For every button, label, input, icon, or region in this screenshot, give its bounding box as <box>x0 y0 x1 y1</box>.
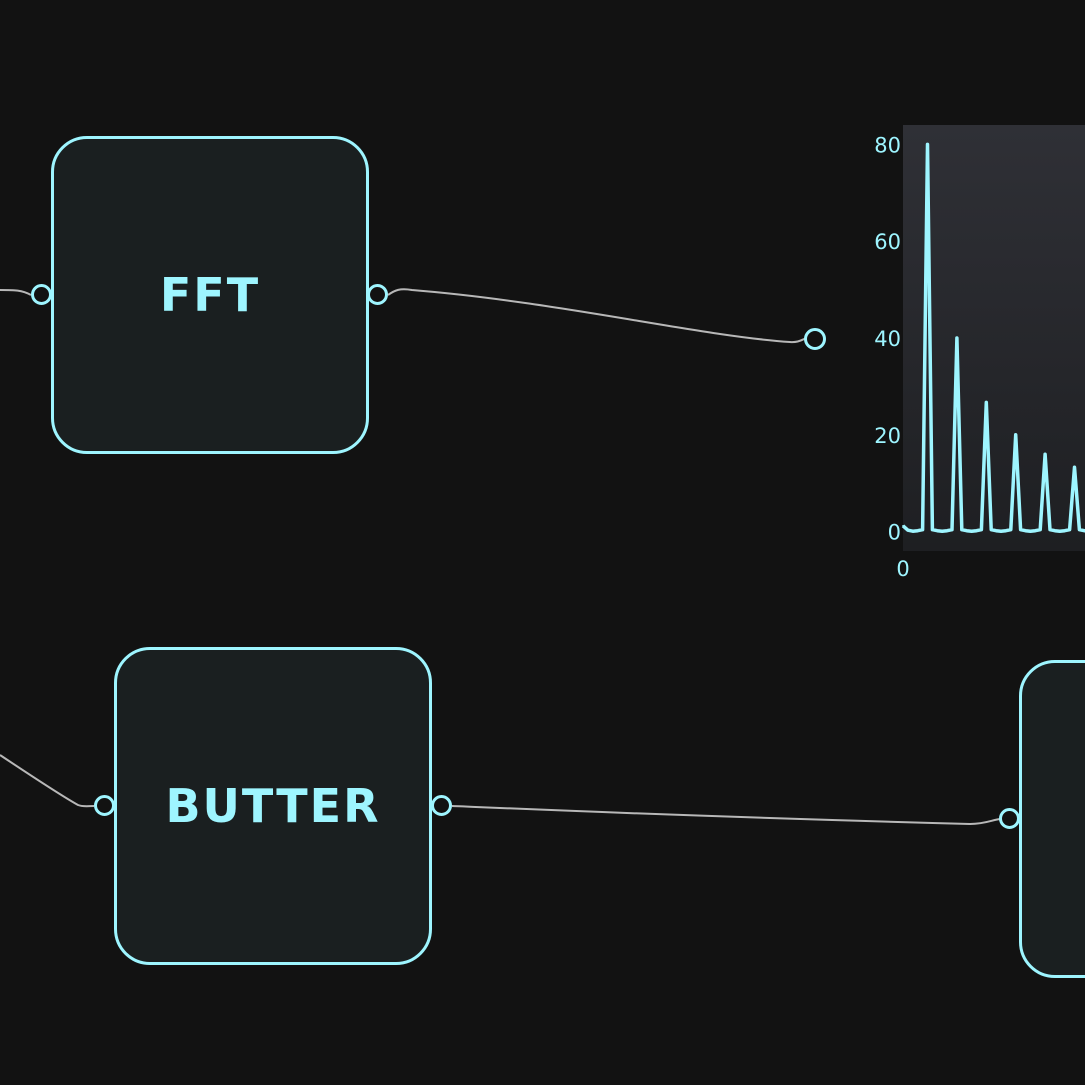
butter-node-label: BUTTER <box>165 779 381 833</box>
spectrum-point <box>1068 528 1071 531</box>
spectrum-point <box>975 529 978 532</box>
spectrum-point <box>1078 528 1081 531</box>
wire-butter-to-node <box>451 805 1001 826</box>
fft-node-label: FFT <box>159 268 261 322</box>
spectrum-point <box>985 401 988 404</box>
spectrum-point <box>941 530 943 532</box>
y-tick-label: 60 <box>874 230 901 254</box>
spectrum-point <box>916 529 919 532</box>
spectrum-point <box>965 529 968 532</box>
offscreen-node-input-port[interactable] <box>999 808 1020 829</box>
fft-input-port[interactable] <box>31 284 52 305</box>
y-tick-label: 40 <box>874 327 901 351</box>
spectrum-point <box>1034 529 1037 532</box>
butter-output-port[interactable] <box>431 795 452 816</box>
fft-output-port[interactable] <box>367 284 388 305</box>
butter-input-port[interactable] <box>94 795 115 816</box>
spectrum-point <box>1073 466 1076 469</box>
spectrum-point <box>921 528 924 531</box>
y-tick-label: 20 <box>874 424 901 448</box>
spectrum-point <box>931 528 934 531</box>
spectrum-point <box>902 525 904 527</box>
spectrum-point <box>1049 528 1051 531</box>
spectrum-plot[interactable]: 0 20 40 60 80 0 <box>860 120 1085 590</box>
spectrum-point <box>926 143 929 146</box>
spectrum-point <box>1063 529 1066 532</box>
spectrum-point <box>1014 434 1017 436</box>
y-axis-ticks: 0 20 40 60 80 <box>874 133 901 544</box>
spectrum-point <box>980 528 983 531</box>
spectrum-point <box>1005 529 1007 532</box>
y-tick-label: 80 <box>874 133 901 157</box>
offscreen-node[interactable] <box>1019 660 1085 978</box>
spectrum-point <box>1000 530 1002 532</box>
spectrum-point <box>990 528 992 531</box>
fft-node[interactable]: FFT <box>51 136 369 454</box>
spectrum-point <box>907 529 909 531</box>
spectrum-plot-svg: 0 20 40 60 80 0 <box>874 125 1085 581</box>
x-axis-ticks: 0 <box>896 557 909 581</box>
spectrum-point <box>995 529 997 532</box>
spectrum-point <box>1044 453 1046 456</box>
butter-node[interactable]: BUTTER <box>114 647 432 965</box>
spectrum-point <box>1029 530 1032 532</box>
spectrum-point <box>956 337 958 339</box>
y-tick-label: 0 <box>888 521 901 545</box>
spectrum-point <box>1054 529 1056 532</box>
spectrum-point <box>946 529 948 532</box>
spectrum-point <box>936 529 939 532</box>
spectrum-point <box>961 528 963 531</box>
spectrum-point <box>951 528 953 531</box>
wire-fft-to-plot <box>387 288 806 344</box>
spectrum-point <box>912 530 914 532</box>
spectrum-point <box>1019 528 1022 531</box>
wire-input-to-fft <box>0 289 32 296</box>
spectrum-point <box>1024 529 1027 532</box>
wire-input-to-butter <box>0 754 95 808</box>
spectrum-series-line <box>901 142 1085 533</box>
spectrum-point <box>1059 530 1061 532</box>
x-tick-label: 0 <box>896 557 909 581</box>
spectrum-point <box>970 530 973 532</box>
spectrum-point <box>1039 528 1041 531</box>
series-layer <box>901 142 1085 533</box>
spectrum-point <box>1010 528 1012 531</box>
plot-input-port[interactable] <box>804 328 826 350</box>
